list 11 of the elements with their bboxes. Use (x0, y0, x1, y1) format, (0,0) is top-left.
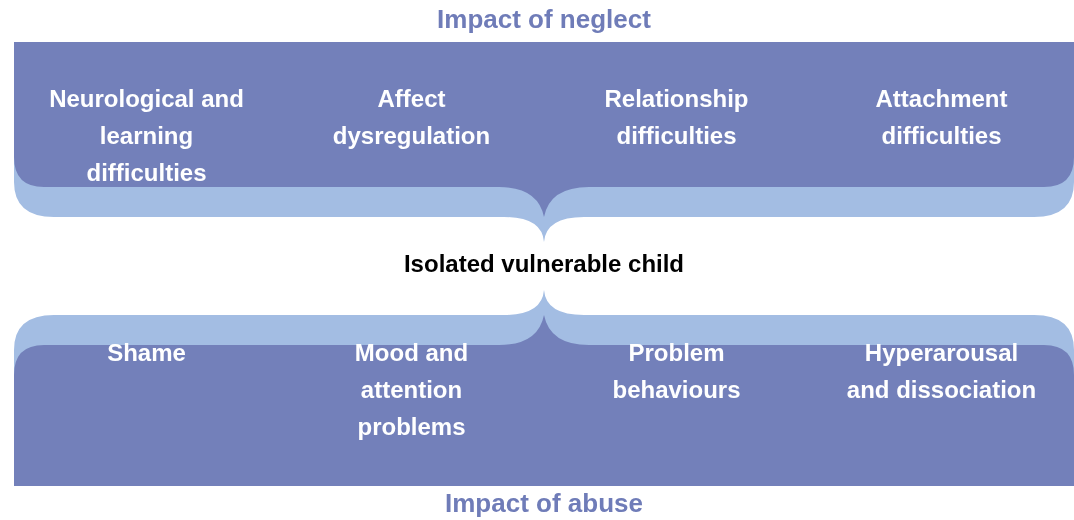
effect-text: Mood and attention problems (353, 338, 470, 442)
effect-text: Relationship difficulties (603, 84, 750, 151)
effect-text: Hyperarousal and dissociation (845, 338, 1038, 405)
effect-text: Problem behaviours (611, 338, 742, 405)
effect-text: Shame (106, 338, 187, 368)
effect-text: Affect dysregulation (331, 84, 492, 151)
center-label: Isolated vulnerable child (402, 249, 686, 279)
effect-text: Neurological and learning difficulties (48, 84, 245, 188)
effect-text: Attachment difficulties (874, 84, 1009, 151)
band-heading: Impact of abuse (444, 487, 644, 520)
band-heading: Impact of neglect (436, 3, 652, 36)
